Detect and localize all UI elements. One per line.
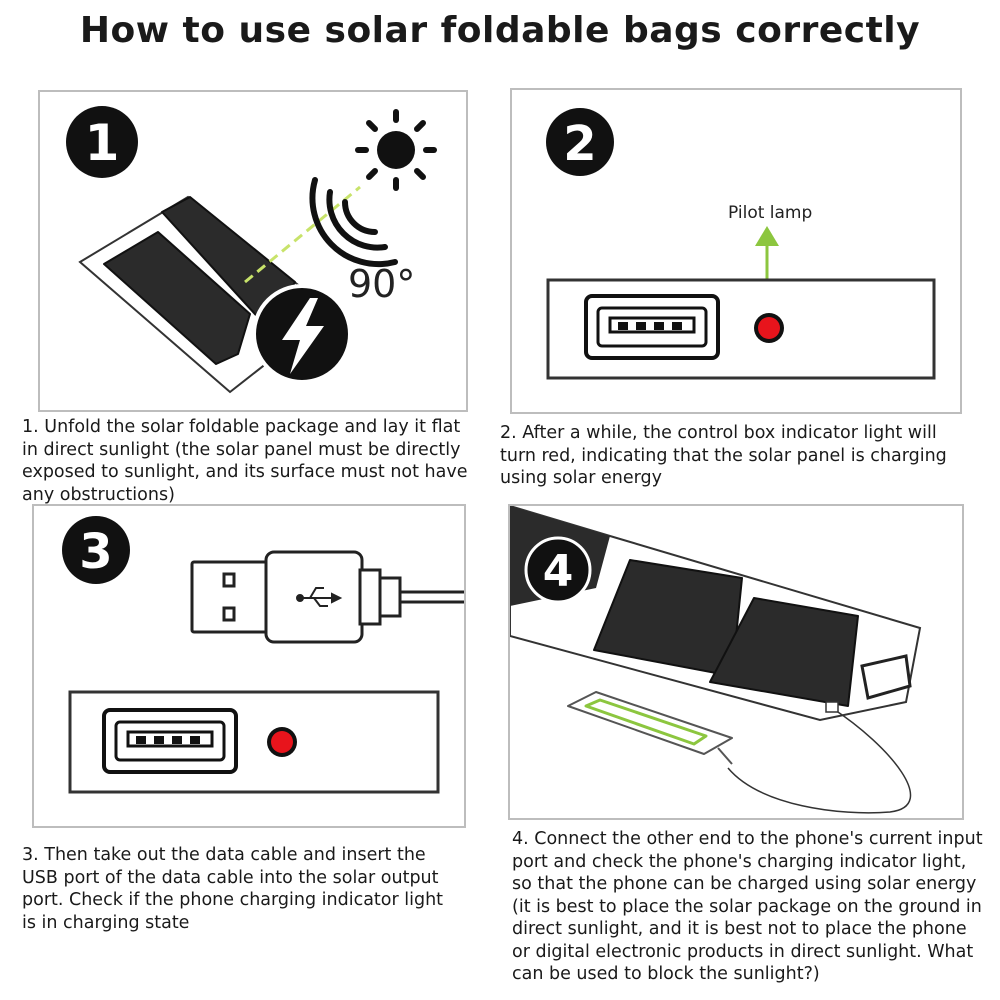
caption-line: USB port of the data cable into the sola… (22, 867, 439, 888)
caption-line: port. Check if the phone charging indica… (22, 890, 444, 910)
step-4-badge: 4 (524, 536, 592, 604)
phone (567, 691, 733, 765)
caption-line: 2. After a while, the control box indica… (500, 423, 937, 443)
step-2-number: 2 (563, 116, 596, 172)
step-1-illustration: 1 (66, 106, 437, 394)
caption-line: 4. Connect the other end to the phone's … (512, 829, 983, 849)
caption-line: (it is best to place the solar package o… (512, 896, 982, 917)
usb-port (584, 294, 720, 360)
caption-line: exposed to sunlight, and its surface mus… (22, 462, 468, 482)
caption-line: port and check the phone's charging indi… (512, 851, 967, 872)
step-4-number: 4 (543, 546, 574, 597)
caption-line: 1. Unfold the solar foldable package and… (22, 417, 461, 437)
caption-line: using solar energy (500, 468, 662, 488)
step-3-illustration: 3 (62, 516, 464, 794)
caption-line: can be used to block the sunlight?) (512, 964, 820, 984)
step-3-badge: 3 (62, 516, 130, 584)
step-4-caption: 4. Connect the other end to the phone's … (512, 828, 992, 986)
usb-port (102, 708, 238, 774)
step-1-badge: 1 (66, 106, 138, 178)
pilot-lamp-label: Pilot lamp (728, 203, 812, 223)
caption-line: turn red, indicating that the solar pane… (500, 445, 947, 466)
caption-line: direct sunlight, and it is best not to p… (512, 919, 967, 939)
sun-icon (355, 109, 437, 191)
solar-bag (510, 506, 922, 722)
step-2-badge: 2 (546, 108, 614, 176)
step-3-number: 3 (79, 524, 112, 580)
sun-beam (244, 185, 361, 284)
caption-line: so that the phone can be charged using s… (512, 874, 977, 894)
lightning-icon (252, 284, 352, 384)
usb-icon (296, 587, 343, 607)
step-2-illustration: 2 Pilot lamp (546, 108, 936, 380)
step-1-number: 1 (85, 114, 120, 172)
angle-label: 90° (348, 262, 415, 306)
step-1-caption: 1. Unfold the solar foldable package and… (22, 416, 482, 506)
indicator-light (754, 313, 784, 343)
page-title: How to use solar foldable bags correctly (79, 10, 921, 51)
step-3-panel: 3 (32, 504, 466, 828)
step-4-illustration: 4 (510, 506, 922, 814)
step-4-panel: 4 (508, 504, 964, 820)
caption-line: in direct sunlight (the solar panel must… (22, 439, 461, 460)
caption-line: is in charging state (22, 912, 190, 933)
caption-line: any obstructions) (22, 484, 175, 505)
caption-line: or digital electronic products in direct… (512, 941, 974, 962)
caption-line: 3. Then take out the data cable and inse… (22, 845, 426, 865)
step-1-panel: 1 (38, 90, 468, 412)
radiation-waves (309, 177, 398, 268)
step-3-caption: 3. Then take out the data cable and inse… (22, 844, 482, 934)
data-cable (727, 707, 912, 814)
indicator-light (267, 727, 297, 757)
step-2-caption: 2. After a while, the control box indica… (500, 422, 980, 490)
step-2-panel: 2 Pilot lamp (510, 88, 962, 414)
